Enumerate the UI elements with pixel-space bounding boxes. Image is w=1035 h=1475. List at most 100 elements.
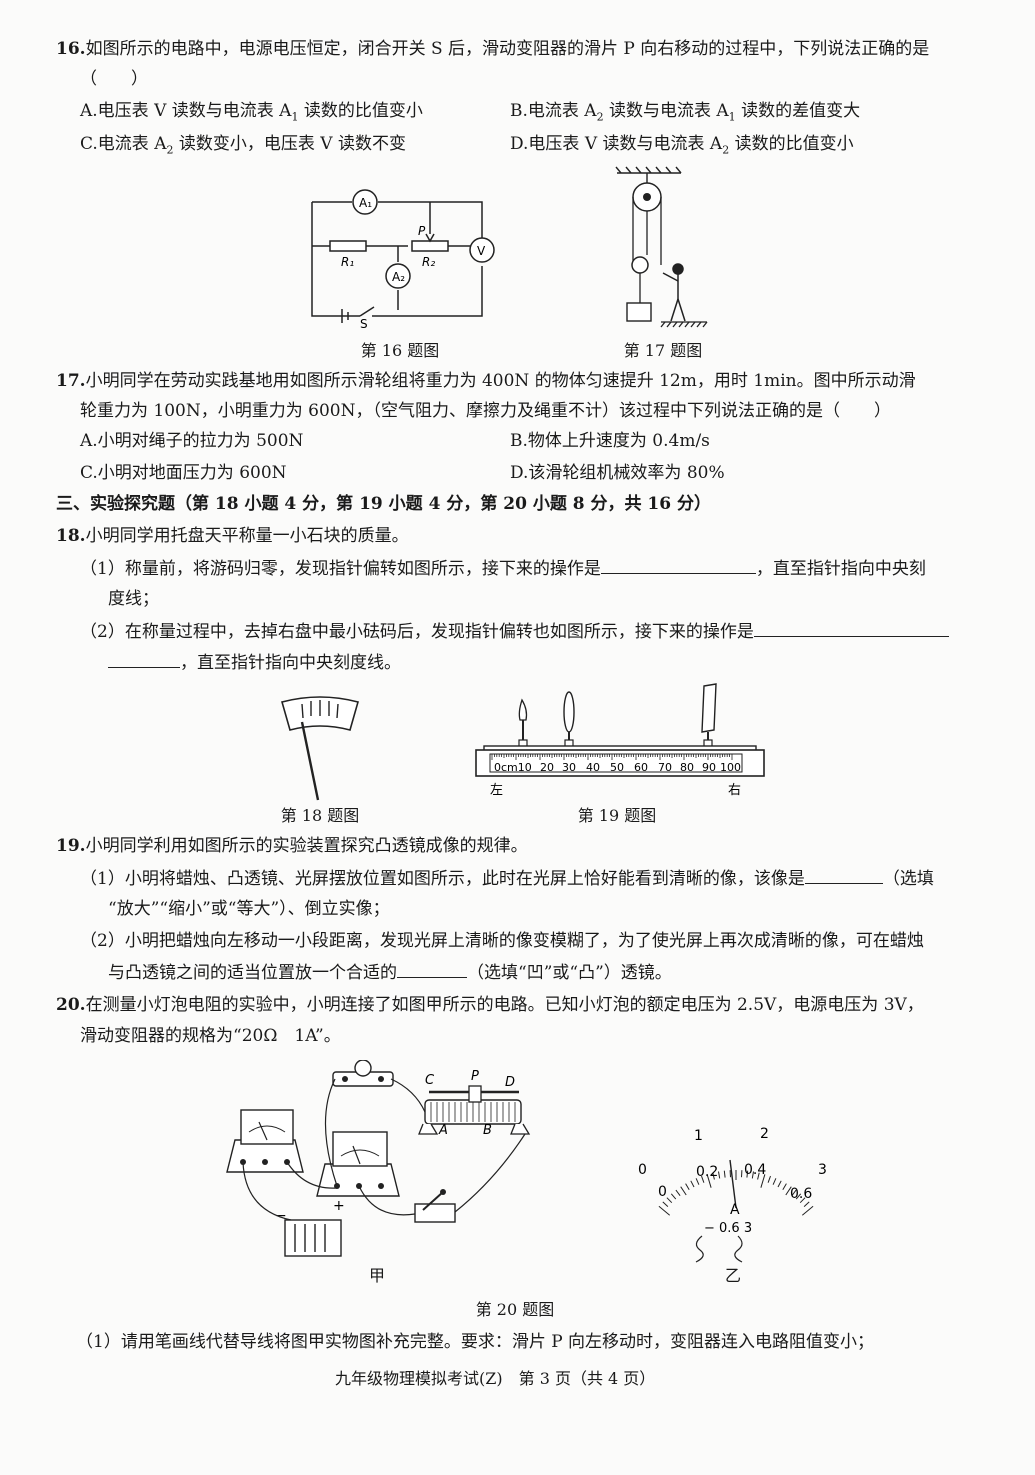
convex-lens-icon xyxy=(563,691,575,751)
label-b: B xyxy=(483,1123,492,1138)
ammeter-device-icon xyxy=(316,1131,400,1197)
knife-switch-icon xyxy=(414,1189,456,1223)
label-p: P xyxy=(471,1069,479,1084)
q18-blank-2b[interactable] xyxy=(108,651,180,668)
fig19-caption: 第 19 题图 xyxy=(577,806,657,825)
resistor-r1-icon xyxy=(329,240,367,252)
fig20-jia-label: 甲 xyxy=(368,1266,385,1285)
label-d: D xyxy=(505,1075,515,1090)
tick-label-50: 50 xyxy=(610,761,624,774)
fig17-pulley xyxy=(615,166,708,328)
label-r1: R₁ xyxy=(341,255,354,269)
fig20-yi-ammeter-dial: 0 1 2 3 0 0.2 0.4 0.6 A − 0.6 3 xyxy=(638,1126,827,1263)
voltmeter-device-icon xyxy=(226,1109,304,1173)
q19-stem: 19.小明同学利用如图所示的实验装置探究凸透镜成像的规律。 xyxy=(56,836,528,856)
slider-p-arrow-icon xyxy=(425,233,435,243)
movable-pulley-icon xyxy=(631,256,649,274)
label-p: P xyxy=(418,224,426,238)
outer-label-0: 0 xyxy=(638,1162,647,1178)
pointer-needle-icon xyxy=(300,721,320,801)
candle-icon xyxy=(518,698,528,751)
tick-label-60: 60 xyxy=(634,761,648,774)
fig20-jia-circuit: C P D A B − + xyxy=(226,1060,531,1257)
q17-option-a: A.小明对绳子的拉力为 500N xyxy=(80,431,304,451)
q17-option-b: B.物体上升速度为 0.4m/s xyxy=(510,431,710,451)
label-left: 左 xyxy=(490,783,503,798)
q16-option-c: C.电流表 A2 读数变小，电压表 V 读数不变 xyxy=(80,134,406,157)
ammeter-a2-icon xyxy=(385,263,411,289)
q18-blank-2a[interactable] xyxy=(753,620,949,637)
q19-part2-cont: 与凸透镜之间的适当位置放一个合适的（选填“凹”或“凸”）透镜。 xyxy=(108,961,672,983)
q16-text: 如图所示的电路中，电源电压恒定，闭合开关 S 后，滑动变阻器的滑片 P 向右移动… xyxy=(85,39,930,59)
q19-part1: （1）小明将蜡烛、凸透镜、光屏摆放位置如图所示，此时在光屏上恰好能看到清晰的像，… xyxy=(80,867,934,889)
q19-blank-1[interactable] xyxy=(804,867,883,884)
light-screen-icon xyxy=(701,683,717,751)
q17-option-c: C.小明对地面压力为 600N xyxy=(80,463,287,483)
inner-label-0-4: 0.4 xyxy=(744,1162,766,1178)
inner-label-0-6: 0.6 xyxy=(790,1186,812,1202)
q18-part2: （2）在称量过程中，去掉右盘中最小砝码后，发现指针偏转也如图所示，接下来的操作是 xyxy=(80,620,949,643)
switch-s-icon xyxy=(359,306,375,317)
inner-label-0-2: 0.2 xyxy=(696,1164,718,1180)
label-right: 右 xyxy=(728,783,741,798)
outer-label-1: 1 xyxy=(694,1128,703,1144)
q16-number: 16. xyxy=(56,39,86,59)
label-a: A xyxy=(438,1123,448,1138)
fig16-circuit: A₁ V A₂ R₁ R₂ P S xyxy=(311,189,495,330)
outer-label-2: 2 xyxy=(760,1126,769,1142)
battery-minus-label: − xyxy=(275,1208,287,1224)
unit-label-a: A xyxy=(730,1202,740,1218)
tick-label-0: 0cm10 xyxy=(494,761,532,774)
q16-option-a: A.电压表 V 读数与电流表 A1 读数的比值变小 xyxy=(80,101,423,124)
outer-label-3: 3 xyxy=(818,1162,827,1178)
terminal-labels: − 0.6 3 xyxy=(704,1221,752,1236)
q17-option-d: D.该滑轮组机械效率为 80% xyxy=(510,463,725,483)
section-3-heading: 三、实验探究题（第 18 小题 4 分，第 19 小题 4 分，第 20 小题 … xyxy=(56,494,711,514)
q18-part1-cont: 度线； xyxy=(108,589,159,609)
fig19-optical-bench: 0cm10 20 30 40 50 60 70 80 90 100 左 右 xyxy=(475,683,765,798)
q18-part2-cont: ，直至指针指向中央刻度线。 xyxy=(108,651,401,674)
page-footer: 九年级物理模拟考试(Z) 第 3 页（共 4 页） xyxy=(335,1369,656,1388)
bulb-holder-icon xyxy=(332,1060,394,1087)
battery-icon xyxy=(341,309,349,323)
label-a2: A₂ xyxy=(392,270,405,284)
battery-plus-label: + xyxy=(333,1198,345,1214)
q18-blank-1[interactable] xyxy=(600,557,756,574)
tick-label-30: 30 xyxy=(562,761,576,774)
tick-label-100: 100 xyxy=(720,761,741,774)
fig17-caption: 第 17 题图 xyxy=(623,341,703,360)
label-v: V xyxy=(477,244,486,258)
rheostat-icon xyxy=(418,1085,531,1135)
tick-label-70: 70 xyxy=(658,761,672,774)
q16-answer-paren: （ ） xyxy=(80,69,148,89)
q19-blank-2[interactable] xyxy=(397,961,467,978)
q17-stem: 17.小明同学在劳动实践基地用如图所示滑轮组将重力为 400N 的物体匀速提升 … xyxy=(56,371,916,391)
q19-part1-cont: “放大”“缩小”或“等大”）、倒立实像； xyxy=(108,899,390,919)
voltmeter-icon xyxy=(469,237,495,263)
terminal-wires-icon xyxy=(695,1235,743,1263)
inner-label-0: 0 xyxy=(658,1184,667,1200)
battery-pack-icon xyxy=(284,1219,342,1257)
tick-label-90: 90 xyxy=(702,761,716,774)
fig20-caption: 第 20 题图 xyxy=(475,1300,555,1319)
tick-label-80: 80 xyxy=(680,761,694,774)
label-r2: R₂ xyxy=(422,255,435,269)
q20-stem: 20.在测量小灯泡电阻的实验中，小明连接了如图甲所示的电路。已知小灯泡的额定电压… xyxy=(56,995,924,1015)
fig20-yi-label: 乙 xyxy=(724,1266,741,1285)
ammeter-a1-icon xyxy=(352,189,378,215)
fig18-balance-scale xyxy=(281,696,359,801)
q18-stem: 18.小明同学用托盘天平称量一小石块的质量。 xyxy=(56,526,409,546)
label-c: C xyxy=(425,1073,435,1088)
q17-stem-line2: 轮重力为 100N，小明重力为 600N，（空气阻力、摩擦力及绳重不计）该过程中… xyxy=(80,401,891,421)
q19-part2: （2）小明把蜡烛向左移动一小段距离，发现光屏上清晰的像变模糊了，为了使光屏上再次… xyxy=(80,931,924,951)
q20-part1: （1）请用笔画线代替导线将图甲实物图补充完整。要求：滑片 P 向左移动时，变阻器… xyxy=(76,1332,875,1352)
weight-block-icon xyxy=(626,302,652,322)
person-icon xyxy=(662,263,686,322)
label-a1: A₁ xyxy=(359,196,372,210)
tick-label-40: 40 xyxy=(586,761,600,774)
q16-option-d: D.电压表 V 读数与电流表 A2 读数的比值变小 xyxy=(510,134,854,157)
q16-stem: 16.如图所示的电路中，电源电压恒定，闭合开关 S 后，滑动变阻器的滑片 P 向… xyxy=(56,38,929,60)
label-s: S xyxy=(360,317,368,330)
fig18-caption: 第 18 题图 xyxy=(280,806,360,825)
